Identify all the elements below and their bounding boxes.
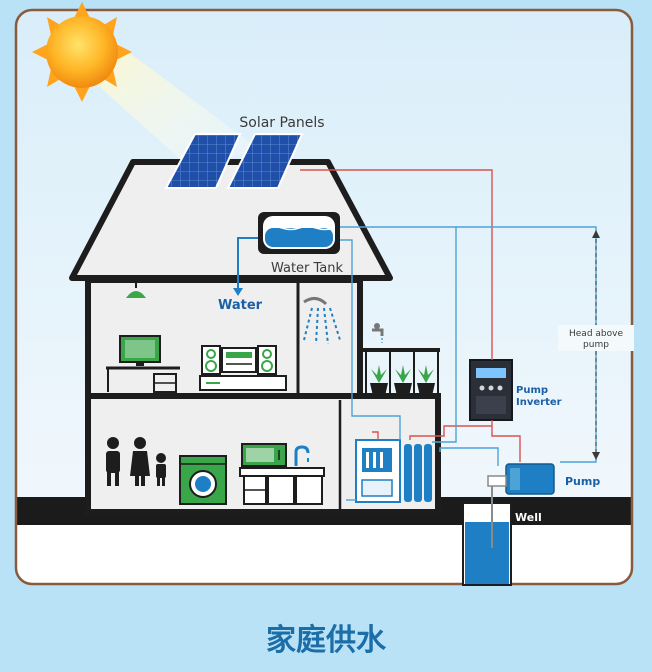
plant-icon	[370, 365, 435, 396]
water-tank-icon	[258, 212, 340, 254]
solar-panels-label: Solar Panels	[239, 115, 324, 131]
water-tank-label: Water Tank	[271, 261, 344, 276]
water-purifier-icon	[355, 439, 432, 503]
sun-icon	[32, 2, 132, 102]
solar-panel-icon	[164, 133, 304, 189]
well-label: Well	[515, 511, 542, 524]
head-above-pump-label-line2: pump	[583, 340, 609, 350]
caption-title: 家庭供水	[266, 623, 387, 658]
tap-icon	[372, 323, 384, 343]
water-lines	[340, 226, 597, 501]
frame-border	[14, 8, 634, 586]
underground	[16, 525, 632, 584]
faucet-icon	[294, 445, 310, 466]
stereo-icon	[199, 345, 287, 391]
head-above-pump-indicator	[558, 230, 634, 460]
pump-inverter-label-line1: Pump	[516, 385, 548, 396]
pump-icon	[487, 463, 555, 500]
tv-icon	[119, 335, 161, 366]
head-above-pump-label-line1: Head above	[569, 329, 623, 339]
balcony	[362, 348, 440, 396]
water-down-arrow	[233, 237, 258, 296]
microwave-icon	[241, 443, 287, 467]
pump-inverter-icon	[469, 359, 513, 421]
shower-icon	[303, 297, 341, 345]
washing-machine-icon	[179, 455, 227, 505]
desk	[106, 366, 180, 393]
pump-label: Pump	[565, 475, 600, 488]
well-icon	[462, 500, 512, 586]
water-label: Water	[218, 298, 263, 313]
pump-inverter-label-line2: Inverter	[516, 397, 562, 408]
family-icon	[106, 437, 166, 486]
kitchen-counter	[239, 467, 325, 505]
power-lines	[300, 169, 521, 462]
lamp-icon	[126, 282, 146, 298]
